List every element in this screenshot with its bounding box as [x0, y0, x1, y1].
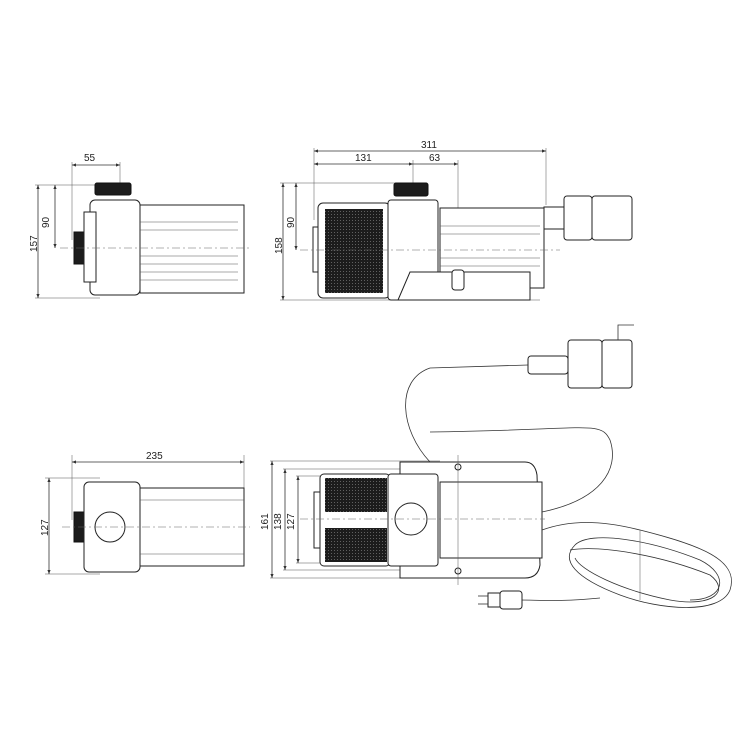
top-view-large: 161 138 127 [260, 324, 732, 610]
controller [567, 339, 603, 389]
dim-label-311: 311 [421, 140, 437, 151]
dim-label-63: 63 [429, 153, 441, 164]
dim-label-90-large: 90 [286, 216, 297, 228]
dim-label-127-small: 127 [40, 519, 51, 536]
outlet-cap [393, 182, 429, 197]
dim-label-131: 131 [355, 153, 372, 164]
top-view-small: 235 127 [40, 451, 250, 575]
power-plug [478, 590, 523, 610]
dim-label-157: 157 [29, 235, 40, 252]
power-cable-coil [519, 522, 732, 608]
controller-plug [563, 195, 593, 241]
side-view-large: 311 131 63 90 158 [274, 140, 633, 301]
side-view-small: 55 90 157 [29, 153, 250, 299]
dim-label-161: 161 [260, 513, 271, 530]
filter-cage [325, 209, 383, 293]
dim-label-55: 55 [84, 153, 96, 164]
dim-label-90-small: 90 [41, 216, 52, 228]
outlet-cap [94, 182, 132, 196]
dim-label-138: 138 [273, 513, 284, 530]
dim-label-127-large: 127 [286, 513, 297, 530]
dim-label-158: 158 [274, 237, 285, 254]
dim-label-235: 235 [146, 451, 163, 462]
